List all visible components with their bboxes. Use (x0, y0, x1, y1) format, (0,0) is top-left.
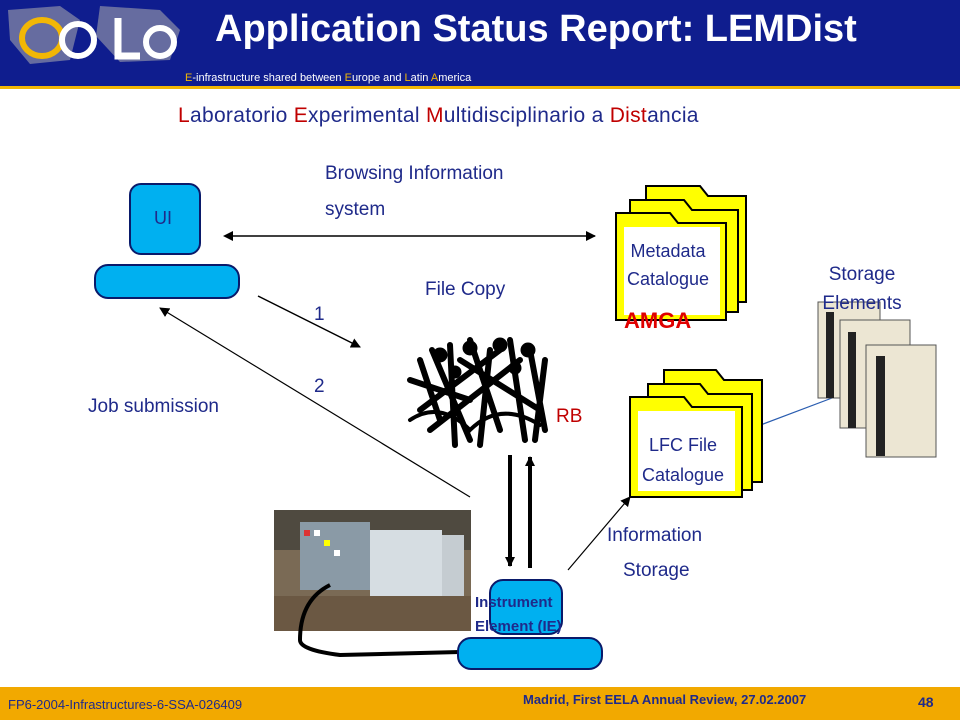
lfc-folder-stack-icon (629, 369, 763, 498)
subtitle: Laboratorio Experimental Multidisciplina… (178, 104, 699, 128)
eela-logo (0, 0, 190, 70)
lfc-label-line1: LFC File (648, 435, 717, 455)
browsing-label-line1: Browsing Information (325, 163, 504, 184)
tagline-part: merica (438, 72, 472, 84)
info-storage-arrow (567, 496, 631, 571)
lfc-label-line2: Catalogue (641, 465, 725, 485)
page-title: Application Status Report: LEMDist (215, 8, 857, 50)
step-2-label: 2 (314, 376, 325, 397)
info-storage-label-line2: Storage (623, 560, 690, 581)
subtitle-part: L (178, 104, 190, 127)
metadata-label-line2: Catalogue (626, 269, 710, 289)
subtitle-part: Dist (609, 104, 648, 127)
amga-label: AMGA (624, 308, 692, 333)
header-divider (0, 86, 960, 89)
metadata-label-line1: Metadata (630, 241, 706, 261)
header-tagline: E-infrastructure shared between Europe a… (185, 72, 471, 84)
file-copy-label: File Copy (425, 279, 506, 300)
storage-label-line1: Storage (828, 264, 896, 285)
file-copy-arrow (257, 295, 361, 348)
ie-base (457, 637, 603, 670)
metadata-folder-stack-icon (615, 185, 747, 321)
tagline-part: -infrastructure shared between (192, 72, 345, 84)
ui-node (129, 183, 201, 255)
storage-label-line2: Elements (822, 293, 902, 314)
footer-bar (0, 687, 960, 720)
rb-label: RB (556, 406, 583, 427)
tagline-part: urope and (351, 72, 405, 84)
instrument-cable (297, 583, 461, 658)
subtitle-part: ultidisciplinario a (443, 104, 610, 127)
ui-base (94, 264, 240, 299)
footer-project-id: FP6-2004-Infrastructures-6-SSA-026409 (8, 697, 243, 712)
subtitle-part: ancia (647, 104, 699, 127)
job-submission-arrow (159, 307, 471, 498)
subtitle-part: xperimental (308, 104, 426, 127)
tagline-part: atin (410, 72, 431, 84)
step-1-label: 1 (314, 304, 325, 325)
job-submission-label: Job submission (88, 396, 219, 417)
tagline-part: A (430, 72, 439, 84)
subtitle-part: aboratorio (189, 104, 294, 127)
browsing-label-line2: system (325, 199, 386, 220)
tagline-part: L (404, 72, 411, 84)
tagline-part: E (344, 72, 352, 84)
subtitle-part: E (293, 104, 308, 127)
ie-label-line2: Element (IE) (475, 618, 562, 635)
info-storage-label-line1: Information (607, 525, 703, 546)
tagline-part: E (185, 72, 193, 84)
rb-crowd-icon (407, 337, 548, 448)
footer-event: Madrid, First EELA Annual Review, 27.02.… (523, 692, 807, 707)
ui-label: UI (154, 208, 172, 228)
ie-node (489, 579, 563, 635)
subtitle-part: M (425, 104, 444, 127)
page-number: 48 (918, 694, 934, 710)
server-rack-icon (817, 301, 937, 458)
ie-label-line1: Instrument (475, 594, 553, 611)
